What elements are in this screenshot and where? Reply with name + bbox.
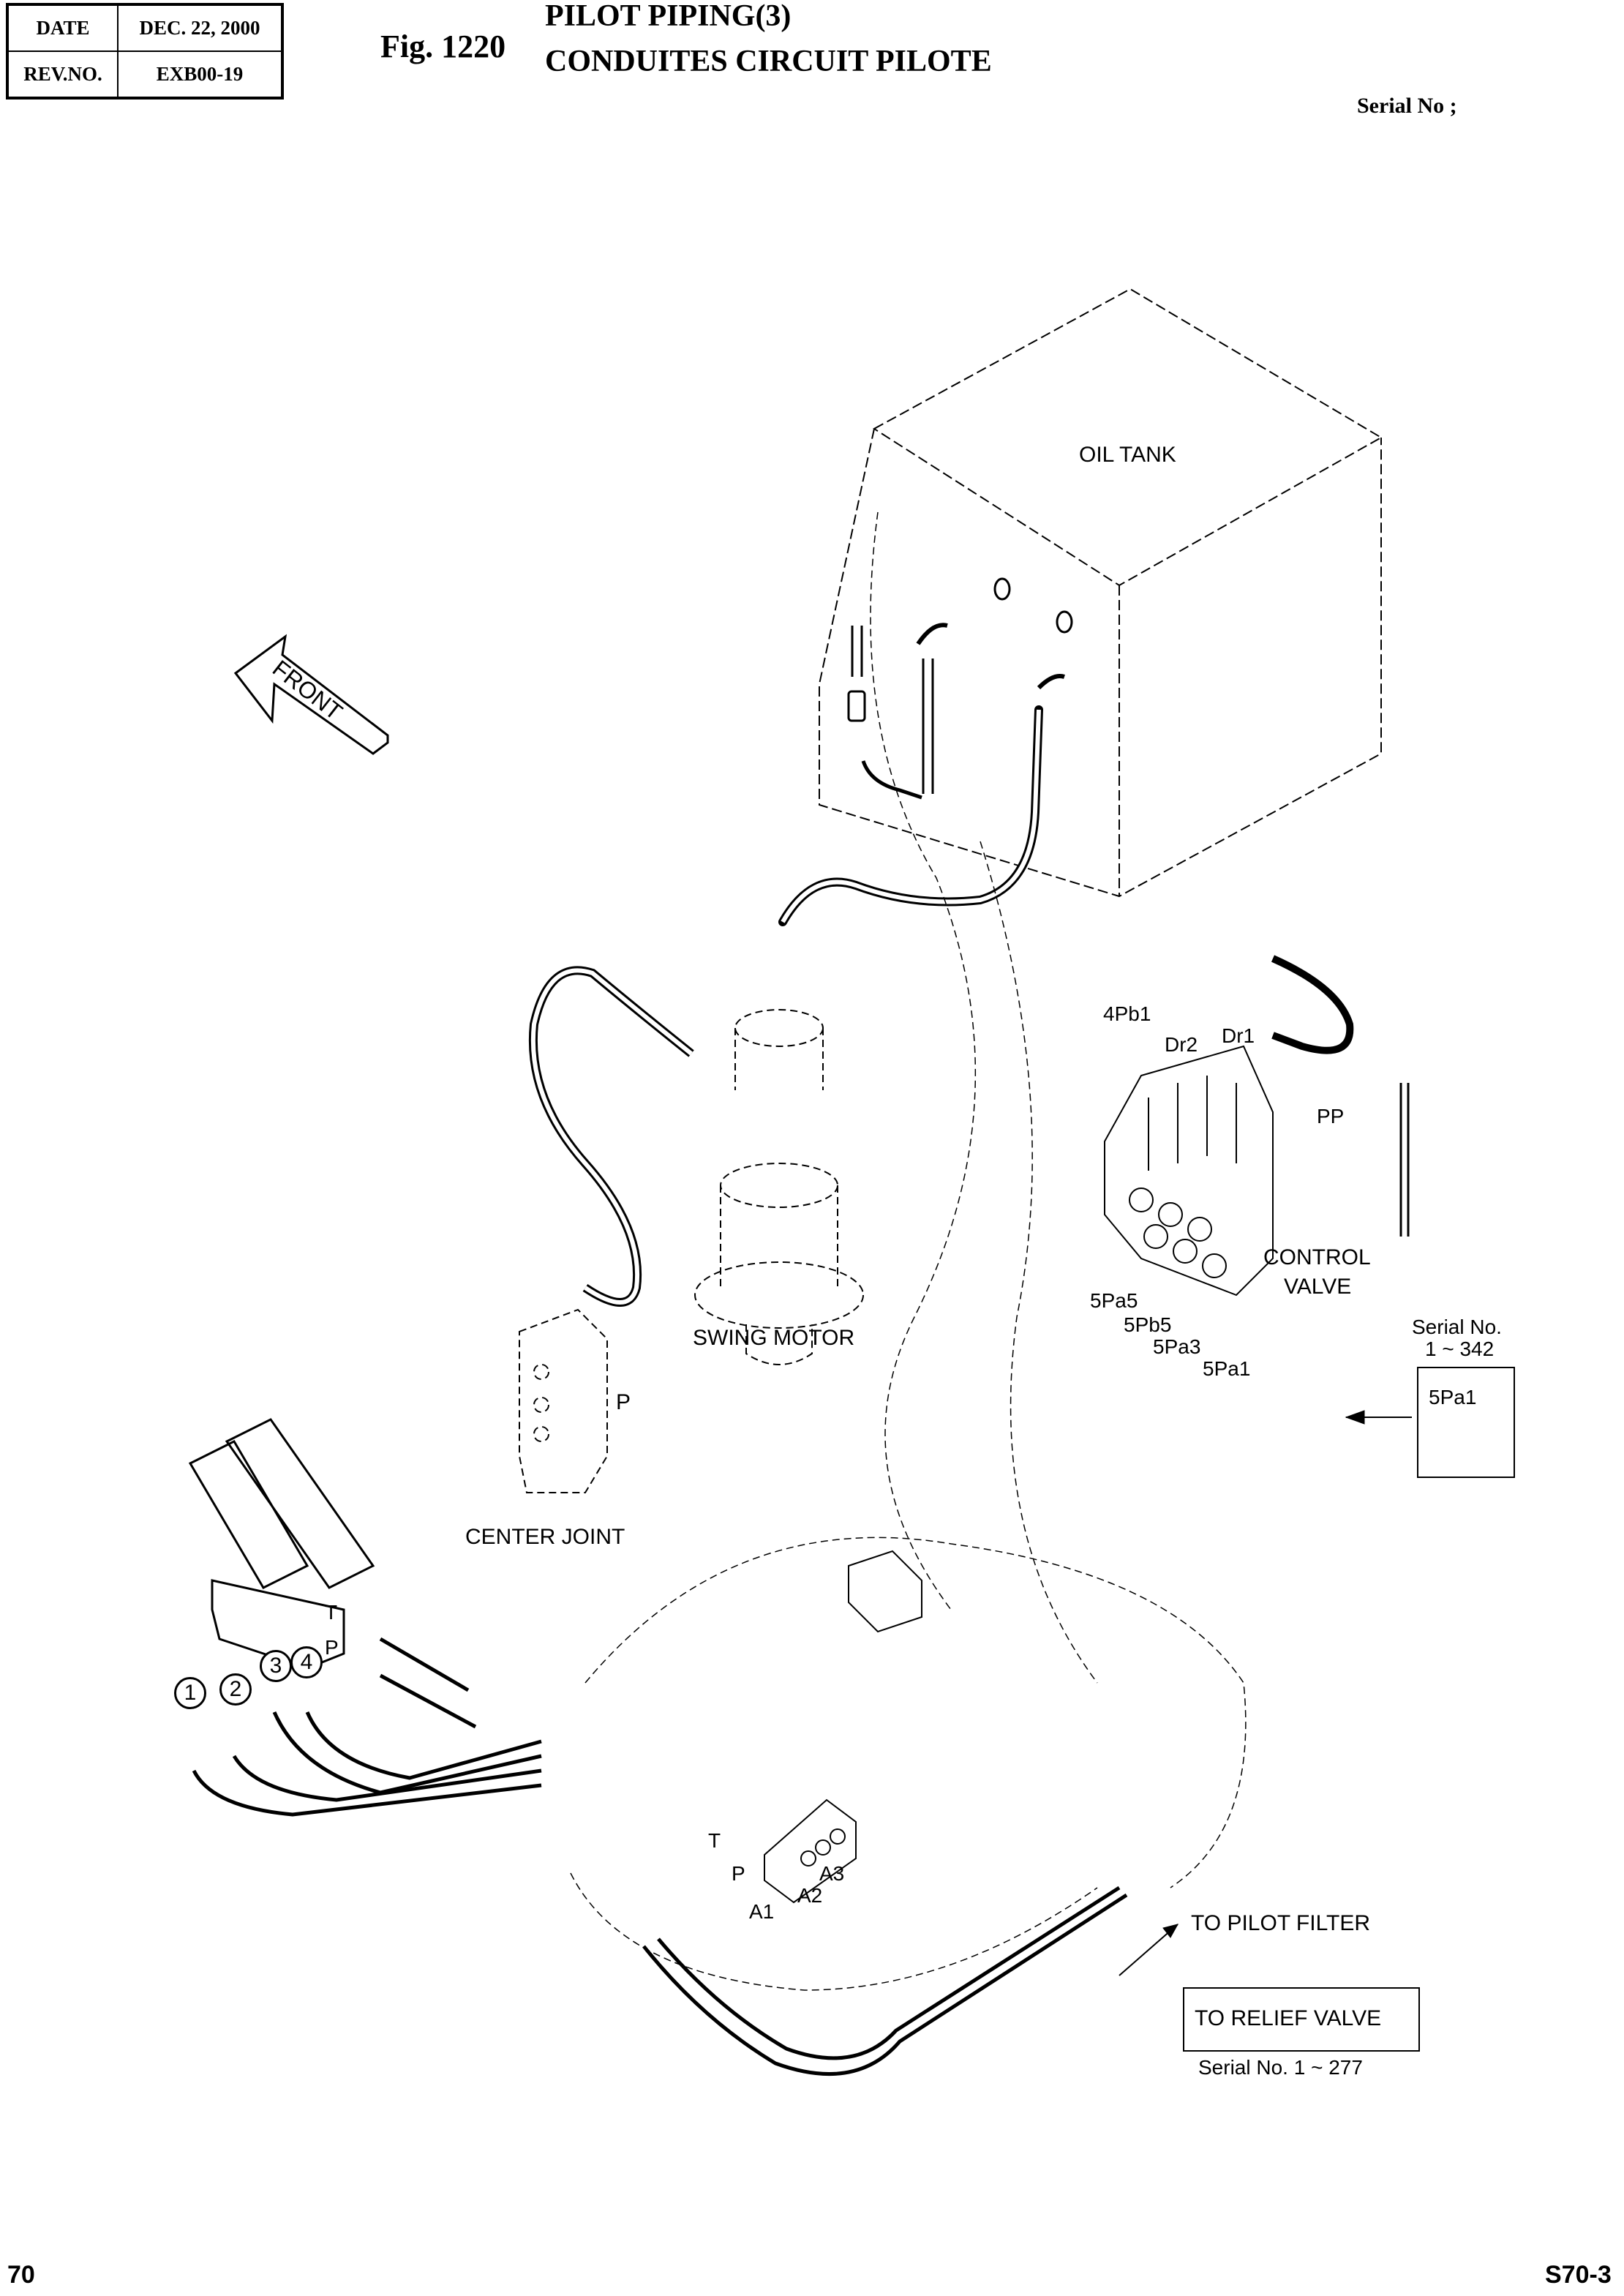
port-5pb5: 5Pb5	[1124, 1313, 1172, 1336]
callout-1: 1	[174, 1677, 206, 1709]
block-port-t: T	[708, 1829, 721, 1852]
hose-to-pilot-filter	[642, 1893, 1128, 2076]
control-valve-label-1: CONTROL	[1263, 1245, 1371, 1269]
pipe-pp	[1399, 1083, 1410, 1237]
port-a1: A1	[749, 1900, 775, 1923]
inset-port-5pa1: 5Pa1	[1429, 1386, 1477, 1408]
title-english: PILOT PIPING(3)	[545, 0, 792, 33]
callout-2: 2	[219, 1673, 252, 1706]
oil-tank-label: OIL TANK	[1079, 443, 1176, 467]
pedal-port-t: T	[325, 1601, 338, 1624]
port-5pa1: 5Pa1	[1203, 1357, 1251, 1380]
travel-pedal	[188, 1418, 375, 1670]
to-relief-valve-label: TO RELIEF VALVE	[1195, 2006, 1382, 2030]
title-french: CONDUITES CIRCUIT PILOTE	[545, 45, 992, 78]
to-pilot-filter-label: TO PILOT FILTER	[1191, 1911, 1371, 1935]
swing-motor-outline	[694, 1009, 864, 1365]
rev-label: REV.NO.	[7, 50, 119, 99]
control-valve-label-2: VALVE	[1284, 1275, 1352, 1299]
hose-swing-to-center-joint	[528, 966, 694, 1307]
oil-tank-fittings	[847, 577, 1073, 800]
pedal-hoses	[192, 1637, 542, 1817]
port-a3: A3	[819, 1862, 845, 1885]
pedal-port-p: P	[325, 1636, 339, 1659]
front-arrow	[233, 634, 389, 755]
relief-serial-label: Serial No. 1 ~ 277	[1198, 2056, 1363, 2079]
selector-block	[764, 1798, 857, 1904]
callout-3: 3	[260, 1650, 292, 1682]
port-5pa3: 5Pa3	[1153, 1335, 1201, 1358]
pilot-junction-block	[848, 1550, 922, 1633]
page-number: 70	[7, 2261, 35, 2289]
rev-value: EXB00-19	[117, 50, 283, 99]
serial-number-label: Serial No ;	[1357, 94, 1457, 118]
oil-tank-outline	[819, 288, 1383, 898]
revision-table: DATE DEC. 22, 2000 REV.NO. EXB00-19	[6, 3, 284, 100]
control-valve-outline	[1104, 1045, 1274, 1297]
callout-4: 4	[290, 1646, 323, 1678]
block-port-p: P	[732, 1862, 745, 1885]
inset-serial-line1: Serial No.	[1412, 1316, 1502, 1338]
date-value: DEC. 22, 2000	[117, 4, 283, 52]
center-joint-outline	[519, 1308, 608, 1493]
port-dr1: Dr1	[1222, 1024, 1255, 1047]
swing-motor-label: SWING MOTOR	[693, 1326, 855, 1350]
inset-box: 5Pa1	[1417, 1367, 1515, 1478]
relief-valve-box: TO RELIEF VALVE	[1183, 1987, 1420, 2052]
hose-routing-paths	[570, 511, 1247, 1991]
port-pp: PP	[1317, 1105, 1345, 1128]
document-code: S70-3	[1545, 2261, 1612, 2289]
inset-serial-line2: 1 ~ 342	[1425, 1338, 1495, 1360]
figure-number: Fig. 1220	[380, 29, 506, 64]
date-label: DATE	[7, 4, 119, 52]
hose-dr1	[1271, 955, 1354, 1054]
port-dr2: Dr2	[1165, 1033, 1198, 1056]
port-4pb1: 4Pb1	[1103, 1002, 1151, 1025]
port-a2: A2	[797, 1884, 823, 1907]
center-joint-label: CENTER JOINT	[465, 1525, 625, 1549]
center-joint-port-p: P	[616, 1390, 631, 1414]
port-5pa5: 5Pa5	[1090, 1289, 1138, 1312]
